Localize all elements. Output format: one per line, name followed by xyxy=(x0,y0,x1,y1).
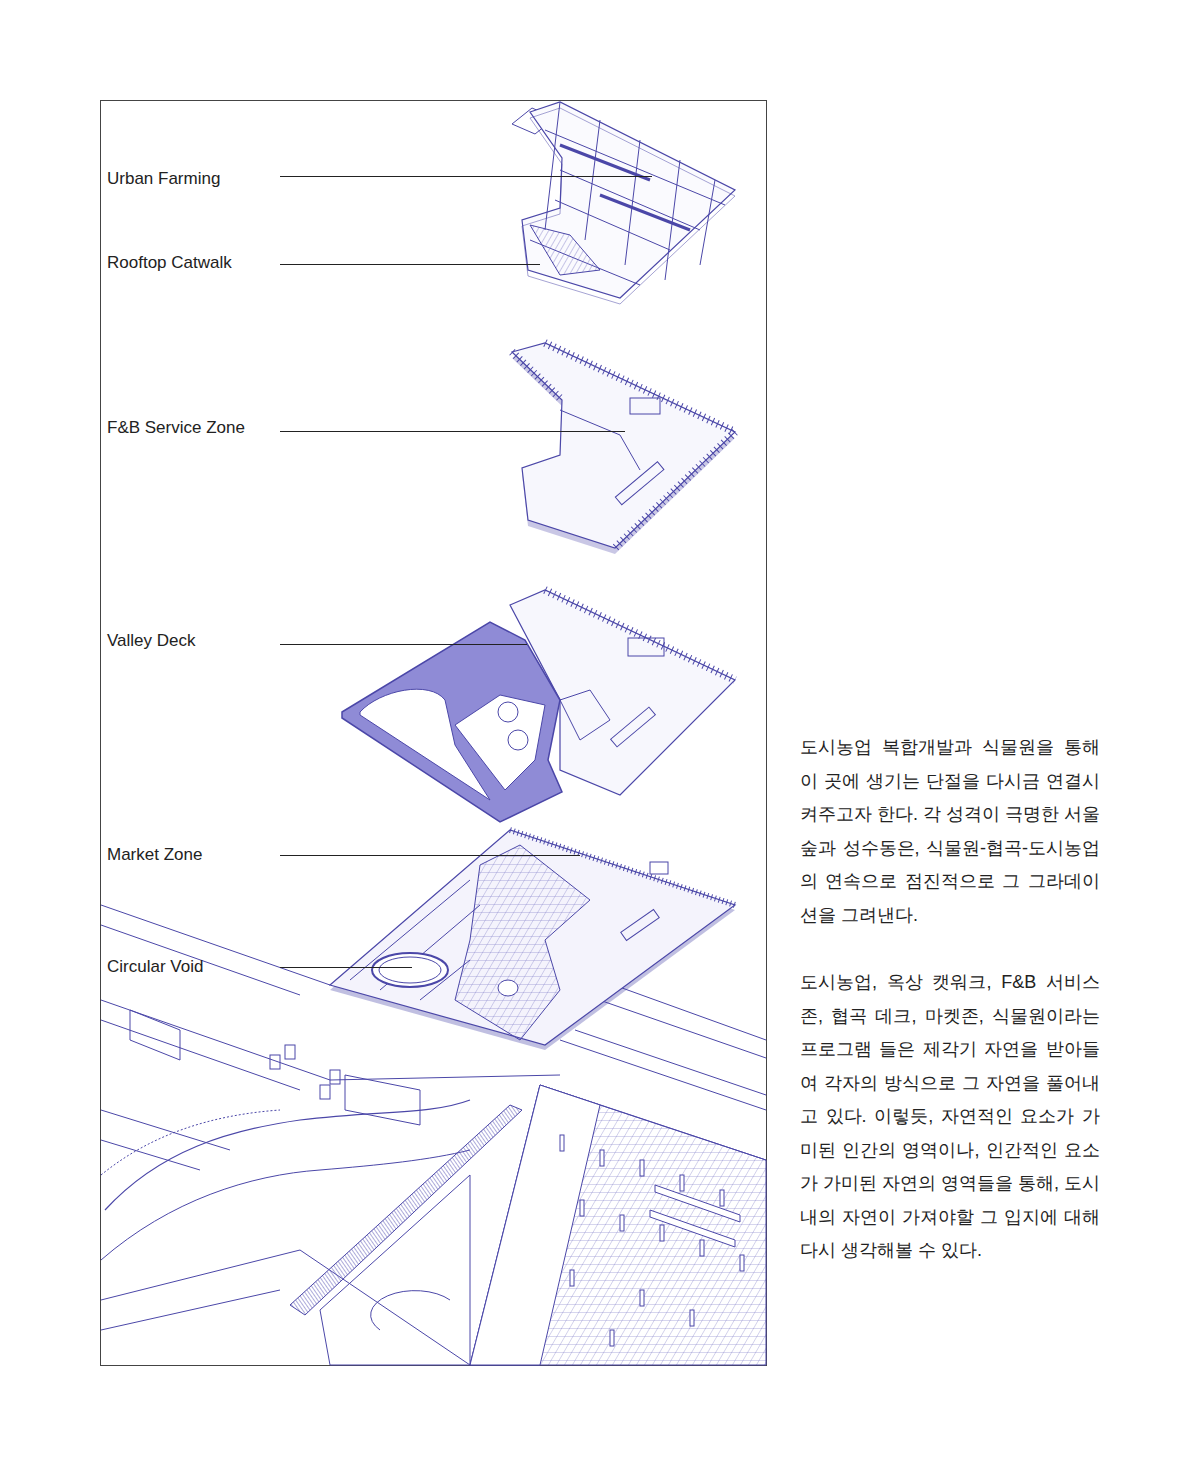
roof-frame-layer xyxy=(512,102,735,304)
valley-deck-layer xyxy=(342,590,735,822)
site-plan xyxy=(470,1085,766,1365)
roof-frame-layer xyxy=(530,225,600,275)
plaza-grid xyxy=(680,1175,684,1191)
fnb-layer xyxy=(512,343,735,548)
plaza-grid xyxy=(740,1255,744,1271)
plaza-grid xyxy=(290,1085,766,1365)
site-plan xyxy=(320,1085,330,1099)
valley-deck-layer xyxy=(498,702,518,722)
market-zone-layer xyxy=(510,830,735,905)
leader-line xyxy=(280,264,540,265)
roof-frame-layer xyxy=(522,102,735,298)
site-plan xyxy=(130,1010,420,1125)
site-plan xyxy=(270,1055,280,1069)
layer-label: Urban Farming xyxy=(107,168,220,190)
plaza-grid xyxy=(600,1150,604,1166)
layer-label: F&B Service Zone xyxy=(107,417,245,439)
leader-line xyxy=(280,967,412,968)
fnb-layer xyxy=(512,343,735,548)
plaza-grid xyxy=(570,1270,574,1286)
site-plan xyxy=(101,1250,470,1365)
valley-deck-layer xyxy=(628,638,664,656)
roof-frame-layer xyxy=(560,145,690,230)
frame xyxy=(101,101,767,1366)
leader-line xyxy=(280,176,652,177)
fnb-layer xyxy=(615,462,664,505)
plaza-grid xyxy=(700,1240,704,1256)
plaza-grid xyxy=(560,1135,564,1151)
market-zone-layer xyxy=(621,909,660,940)
valley-deck-layer xyxy=(611,707,656,747)
plaza-grid xyxy=(320,1175,470,1365)
market-zone-layer xyxy=(330,830,735,1050)
leader-line xyxy=(280,177,652,968)
plaza-grid xyxy=(620,1215,624,1231)
plaza-grid xyxy=(650,1210,735,1247)
layer-label: Valley Deck xyxy=(107,630,196,652)
plaza-grid xyxy=(290,1105,522,1315)
roof-frame-layer xyxy=(522,108,735,304)
leader-line xyxy=(280,855,580,856)
site-plan xyxy=(101,1110,280,1175)
market-zone-layer xyxy=(330,830,735,1045)
description-paragraph: 도시농업 복합개발과 식물원을 통해 이 곳에 생기는 단절을 다시금 연결시켜… xyxy=(800,731,1100,932)
market-zone-layer xyxy=(350,880,480,1000)
market-zone-layer xyxy=(498,980,518,996)
layer-label: Circular Void xyxy=(107,956,203,978)
plaza-grid xyxy=(371,1291,450,1330)
site-plan xyxy=(330,1070,340,1084)
text-column: 도시농업 복합개발과 식물원을 통해 이 곳에 생기는 단절을 다시금 연결시켜… xyxy=(800,731,1100,1302)
plaza-grid xyxy=(560,1135,744,1346)
description-paragraph: 도시농업, 옥상 캣워크, F&B 서비스존, 협곡 데크, 마켓존, 식물원이… xyxy=(800,966,1100,1268)
plaza-grid xyxy=(660,1225,664,1241)
plaza-grid xyxy=(610,1330,614,1346)
leader-line xyxy=(280,644,527,645)
site-plan xyxy=(285,1045,295,1059)
plaza-grid xyxy=(640,1290,644,1306)
plaza-grid xyxy=(470,1085,766,1365)
valley-deck-layer xyxy=(342,622,562,822)
leader-line xyxy=(280,431,625,432)
roof-frame-layer xyxy=(530,130,725,285)
fnb-layer xyxy=(512,343,735,554)
plaza-grid xyxy=(580,1200,584,1216)
market-zone-layer xyxy=(650,862,668,874)
site-plan xyxy=(101,905,766,1365)
valley-deck-layer xyxy=(455,695,545,790)
valley-deck-layer xyxy=(545,590,735,680)
fnb-layer xyxy=(560,410,640,470)
plaza-grid xyxy=(720,1190,724,1206)
market-zone-layer xyxy=(379,957,441,983)
valley-deck-layer xyxy=(508,730,528,750)
layer-label: Rooftop Catwalk xyxy=(107,252,232,274)
fnb-layer xyxy=(630,398,660,414)
plaza-grid xyxy=(690,1310,694,1326)
market-zone-layer xyxy=(455,845,590,1040)
plaza-grid xyxy=(640,1160,644,1176)
valley-deck-layer xyxy=(560,690,610,740)
market-zone-layer xyxy=(372,953,448,987)
layer-label: Market Zone xyxy=(107,844,202,866)
